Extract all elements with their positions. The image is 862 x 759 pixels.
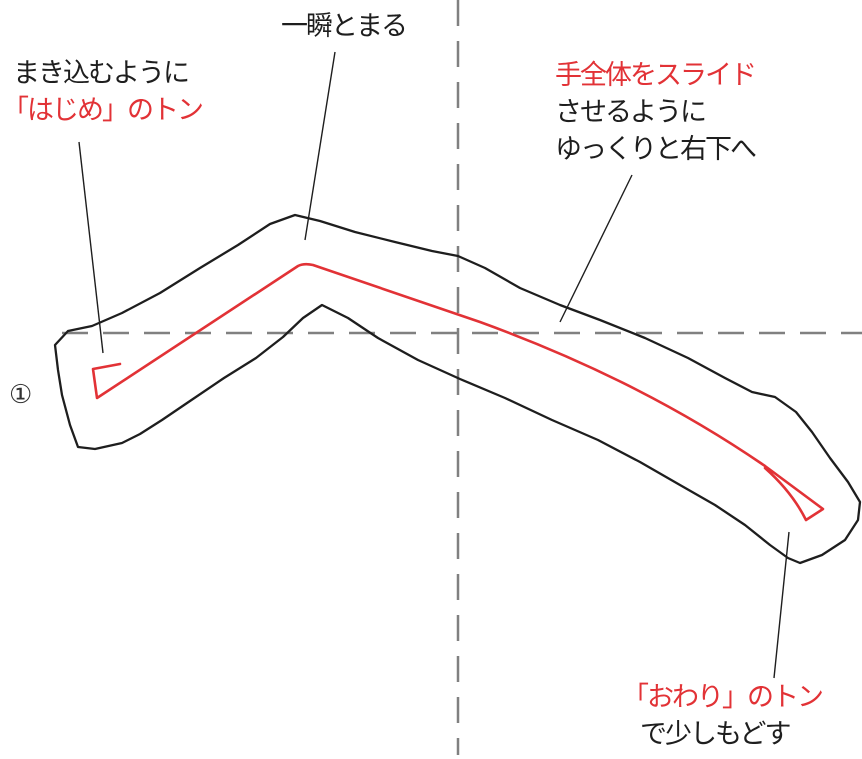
- label-end-line1: 「おわり」のトン: [622, 682, 824, 713]
- label-slide-line1: 手全体をスライド: [555, 60, 757, 91]
- label-start-line1: まき込むように: [13, 58, 190, 89]
- leader-line-slide: [559, 174, 633, 323]
- leader-line-top: [304, 51, 336, 241]
- label-slide-line2: させるように: [555, 97, 707, 128]
- stroke-center-path: [91, 262, 825, 522]
- brush-stroke-outline: [53, 213, 862, 565]
- leader-line-end: [773, 531, 790, 679]
- label-slide-line3: ゆっくりと右下へ: [555, 134, 757, 165]
- label-end-line2: で少しもどす: [640, 719, 791, 750]
- leader-line-start: [78, 141, 104, 354]
- step-number-marker: ①: [9, 380, 33, 410]
- label-pause: 一瞬とまる: [281, 11, 408, 42]
- label-start-line2: 「はじめ」のトン: [2, 95, 204, 126]
